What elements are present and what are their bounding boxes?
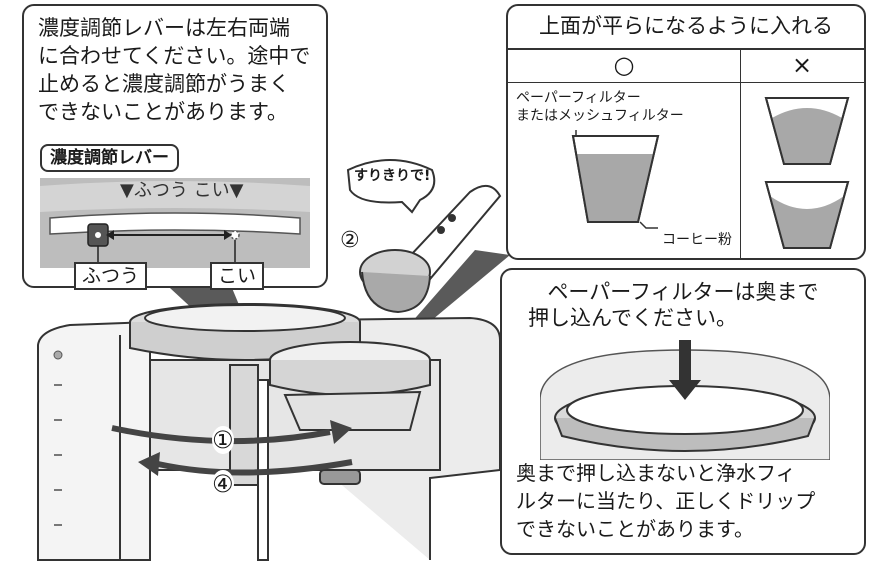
paper-filter-heading-2: 押し込んでください。: [528, 306, 737, 330]
fill-column-divider: [740, 48, 741, 258]
rotate-arrow-4-head: [138, 452, 160, 476]
paper-filter-warning-1: 奥まで押し込まないと浄水フィ: [516, 461, 796, 485]
paper-filter-warning-2: ルターに当たり、正しくドリップ: [516, 489, 816, 513]
filter-label-line-1: ペーパーフィルター: [516, 90, 641, 106]
fill-level-callout: 上面が平らになるように入れる ○ × ペーパーフィルター またはメッシュフィルタ…: [506, 4, 866, 260]
scoop-step-number: ②: [340, 228, 360, 253]
fill-title-divider: [508, 48, 864, 50]
lever-instruction-line-2: に合わせてください。途中で: [38, 44, 311, 68]
lever-dial-text: ▼ふつう こい▼: [120, 180, 244, 201]
body-indicator-dot: [53, 350, 63, 360]
lever-label-strong: こい: [210, 262, 265, 291]
bad-fill-cup-dip: [764, 181, 850, 249]
lever-instruction-line-4: できないことがあります。: [38, 100, 288, 124]
lever-dial-panel: [40, 178, 310, 268]
paper-filter-callout: ペーパーフィルターは奥まで 押し込んでください。 奥まで押し込まないと浄水フィ …: [500, 268, 866, 555]
lever-title-label: 濃度調節レバー: [40, 144, 179, 173]
paper-filter-heading-1: ペーパーフィルターは奥まで: [547, 280, 819, 304]
filter-basket: [269, 341, 431, 431]
filter-label-line-2: またはメッシュフィルター: [516, 108, 684, 124]
lever-callout: 濃度調節レバーは左右両端 に合わせてください。途中で 止めると濃度調節がうまく …: [22, 4, 328, 291]
scoop-bubble-text: すりきりで!: [354, 168, 431, 184]
top-lid: [129, 303, 361, 361]
rotate-arrow-4: [157, 459, 353, 476]
step-number-1: ①: [212, 426, 234, 455]
fill-header-divider: [508, 82, 864, 83]
lever-label-normal: ふつう: [74, 262, 148, 291]
lever-instruction-line-3: 止めると濃度調節がうまく: [38, 72, 290, 96]
bad-fill-cup-mound: [764, 97, 850, 165]
paper-filter-warning-3: できないことがあります。: [516, 517, 754, 541]
good-fill-cup: [571, 130, 660, 229]
lever-instruction-line-1: 濃度調節レバーは左右両端: [38, 16, 290, 40]
rotate-arrow-1-head: [330, 420, 352, 444]
body-scale-ticks: [54, 384, 62, 526]
paper-filter-push-illustration: [540, 340, 830, 460]
step-number-4: ④: [212, 470, 234, 499]
scoop-bubble-shape: [346, 159, 436, 214]
good-example-mark: ○: [613, 51, 635, 79]
fill-level-title: 上面が平らになるように入れる: [539, 14, 833, 38]
coffee-powder-label: コーヒー粉: [662, 232, 732, 248]
bad-example-mark: ×: [791, 51, 813, 79]
measuring-scoop: [359, 185, 502, 314]
